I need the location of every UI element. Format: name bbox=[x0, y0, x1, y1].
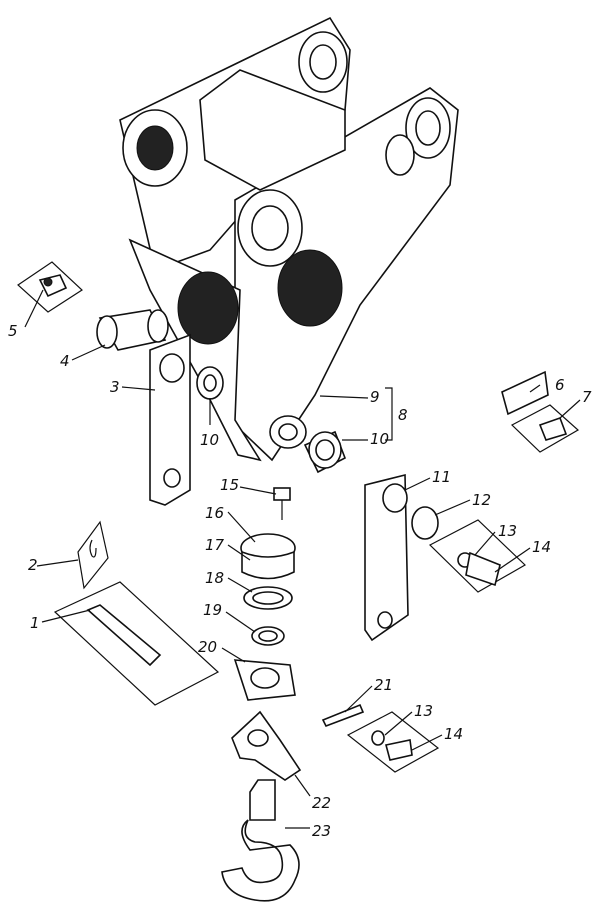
bushing-19 bbox=[251, 626, 285, 646]
link-plate-11 bbox=[364, 473, 409, 642]
callout-8: 8 bbox=[398, 406, 408, 424]
grease-nipple-5 bbox=[17, 261, 83, 313]
bushing-10-right bbox=[303, 430, 347, 474]
bushing-4 bbox=[96, 309, 169, 351]
ring-18 bbox=[243, 586, 293, 610]
callout-4: 4 bbox=[60, 352, 70, 370]
washer-12-bolt-14 bbox=[411, 506, 526, 593]
callout-19: 19 bbox=[203, 601, 222, 619]
callout-2: 2 bbox=[28, 556, 38, 574]
callout-labels: 1 2 3 4 5 6 7 8 9 10 10 11 12 13 13 14 1… bbox=[8, 322, 592, 840]
callout-12: 12 bbox=[472, 491, 491, 509]
callout-7: 7 bbox=[582, 388, 592, 406]
callout-14-bottom: 14 bbox=[444, 725, 463, 743]
callout-11: 11 bbox=[432, 468, 451, 486]
pin-21-bolt-14 bbox=[321, 703, 440, 773]
callout-9: 9 bbox=[370, 388, 380, 406]
callout-10-left: 10 bbox=[200, 431, 219, 449]
swivel-20 bbox=[233, 659, 296, 701]
callout-17: 17 bbox=[205, 536, 225, 554]
shackle-22 bbox=[231, 710, 302, 781]
cotter-pin-2 bbox=[77, 520, 109, 590]
pin-1 bbox=[53, 581, 220, 706]
callout-6: 6 bbox=[555, 376, 565, 394]
hook-23 bbox=[221, 779, 300, 902]
callout-1: 1 bbox=[30, 614, 40, 632]
bracket-housing bbox=[119, 16, 459, 462]
callout-18: 18 bbox=[205, 569, 224, 587]
callout-21: 21 bbox=[374, 676, 393, 694]
nut-16-17 bbox=[240, 533, 296, 580]
callout-13-bottom: 13 bbox=[414, 702, 433, 720]
callout-13-top: 13 bbox=[498, 522, 517, 540]
callout-15: 15 bbox=[220, 476, 239, 494]
bushing-10-left bbox=[196, 366, 224, 400]
link-plate-3 bbox=[149, 333, 191, 506]
callout-3: 3 bbox=[110, 378, 120, 396]
leader-lines bbox=[24, 289, 581, 829]
callout-23: 23 bbox=[312, 822, 331, 840]
callout-22: 22 bbox=[312, 794, 331, 812]
callout-16: 16 bbox=[205, 504, 224, 522]
screw-15 bbox=[273, 487, 291, 520]
callout-14-top: 14 bbox=[532, 538, 551, 556]
callout-10-right: 10 bbox=[370, 430, 389, 448]
callout-20: 20 bbox=[198, 638, 217, 656]
plate-6-screw-7 bbox=[501, 370, 580, 453]
callout-5: 5 bbox=[8, 322, 18, 340]
